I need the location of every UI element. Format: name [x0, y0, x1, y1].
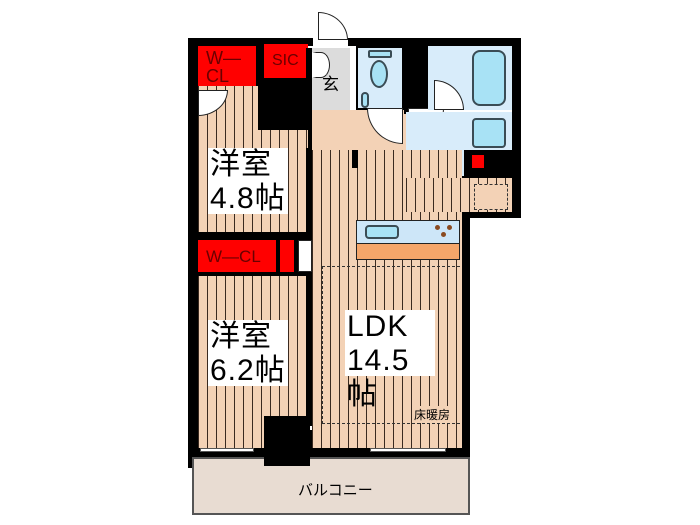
- wall-room2-ldk: [306, 276, 312, 426]
- toilet-room: [356, 46, 404, 110]
- pillar-room1: [258, 86, 308, 130]
- pillar-balcony: [264, 448, 310, 466]
- western-room-2-label: 洋室 6.2帖: [208, 320, 288, 387]
- washing-machine-pan-icon: [472, 118, 506, 148]
- ldk-size: 14.5帖: [347, 344, 410, 411]
- outer-wall-right-lower: [462, 212, 470, 458]
- wcl-top-label-line2: CL: [206, 66, 230, 86]
- ldk-inner-wall: [352, 150, 358, 168]
- sic-label: SIC: [272, 52, 299, 69]
- entrance-label: 玄: [322, 75, 339, 94]
- window-ldk: [370, 448, 446, 452]
- western-room-1-name: 洋室: [210, 148, 272, 181]
- wall-toilet-bath: [404, 46, 428, 114]
- wcl-middle-label: W―CL: [206, 247, 261, 266]
- entrance-door[interactable]: [318, 12, 348, 40]
- toilet-bowl-icon: [370, 60, 388, 88]
- stove-burner-icon-2: [447, 225, 452, 230]
- stove-burner-icon-1: [435, 225, 440, 230]
- western-room-1-size: 4.8帖: [210, 182, 286, 215]
- bathtub-icon: [472, 50, 506, 106]
- balcony: バルコニー: [192, 457, 470, 515]
- sic-door[interactable]: [312, 52, 330, 78]
- floor-heating-label: 床暖房: [414, 406, 451, 423]
- outer-wall-top: [188, 38, 313, 46]
- outer-wall-right-upper: [512, 38, 521, 218]
- ldk-label: LDK 14.5帖: [345, 310, 435, 411]
- ldk-name: LDK: [347, 310, 409, 343]
- outer-wall-bottom: [188, 448, 470, 457]
- washroom: [406, 112, 512, 154]
- western-room-2-name: 洋室: [210, 320, 272, 353]
- floor-heating-area: [322, 266, 460, 424]
- balcony-label: バルコニー: [298, 482, 373, 499]
- western-room-2-size: 6.2帖: [210, 354, 286, 387]
- wcl-top-label-line1: W―: [206, 48, 241, 68]
- window-room2: [200, 448, 254, 452]
- closet-small: [280, 240, 294, 272]
- storage-dashed: [474, 184, 508, 210]
- walk-in-closet-middle: W―CL: [198, 240, 276, 272]
- toilet-tank-icon: [368, 50, 392, 58]
- walk-in-closet-top: W― CL: [198, 46, 256, 86]
- bathroom: [428, 46, 512, 110]
- pipe-space-3b: [472, 155, 484, 168]
- western-room-1-label: 洋室 4.8帖: [208, 148, 288, 215]
- kitchen-back-counter: [356, 244, 460, 260]
- wall-room1-ldk: [306, 148, 312, 238]
- kitchen-counter: [356, 220, 460, 244]
- hand-sink-icon: [361, 92, 369, 108]
- outer-wall-step: [462, 210, 521, 218]
- kitchen-sink-icon: [365, 225, 399, 239]
- shoe-in-closet: SIC: [264, 44, 308, 78]
- outer-wall-top-right: [348, 38, 520, 46]
- closet-small-door[interactable]: [298, 240, 312, 272]
- hallway-wall: [306, 48, 312, 150]
- stove-burner-icon-3: [441, 232, 446, 237]
